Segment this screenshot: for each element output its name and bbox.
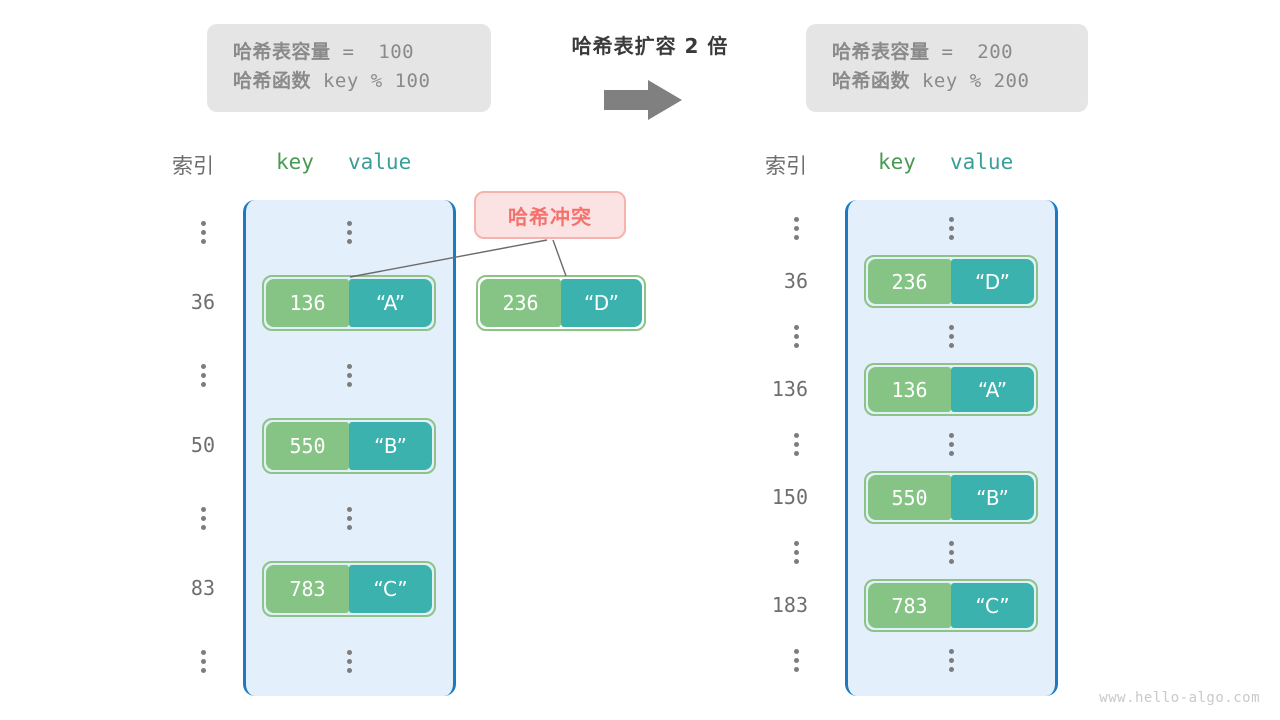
left-header-index: 索引 bbox=[172, 154, 214, 178]
left-function-line: 哈希函数 key % 100 bbox=[233, 67, 465, 96]
table-row: 783“C” bbox=[864, 579, 1038, 632]
collision-value-cell: “D” bbox=[561, 279, 642, 327]
key-cell: 783 bbox=[868, 583, 951, 628]
right-header-value: value bbox=[950, 150, 1014, 174]
key-cell: 236 bbox=[868, 259, 951, 304]
bucket-ellipsis bbox=[948, 216, 955, 240]
index-ellipsis bbox=[200, 506, 207, 530]
key-cell: 136 bbox=[868, 367, 951, 412]
right-function-value: key % 200 bbox=[910, 69, 1030, 92]
bucket-ellipsis bbox=[346, 363, 353, 387]
table-row: 236“D” bbox=[864, 255, 1038, 308]
left-function-label: 哈希函数 bbox=[233, 69, 312, 92]
key-cell: 783 bbox=[266, 565, 349, 613]
bucket-ellipsis bbox=[948, 432, 955, 456]
index-ellipsis bbox=[200, 220, 207, 244]
collision-key-cell: 236 bbox=[480, 279, 561, 327]
table-row: 550“B” bbox=[262, 418, 436, 474]
expansion-title: 哈希表扩容 2 倍 bbox=[571, 34, 729, 58]
right-function-label: 哈希函数 bbox=[832, 69, 911, 92]
bucket-ellipsis bbox=[346, 506, 353, 530]
value-cell: “C” bbox=[349, 565, 432, 613]
right-capacity-line: 哈希表容量 = 200 bbox=[832, 38, 1062, 67]
key-cell: 550 bbox=[868, 475, 951, 520]
bucket-ellipsis bbox=[346, 220, 353, 244]
left-hash-info-box: 哈希表容量 = 100 哈希函数 key % 100 bbox=[207, 24, 491, 112]
bucket-ellipsis bbox=[346, 649, 353, 673]
value-cell: “D” bbox=[951, 259, 1034, 304]
table-row: 550“B” bbox=[864, 471, 1038, 524]
value-cell: “B” bbox=[349, 422, 432, 470]
left-header-value: value bbox=[348, 150, 412, 174]
right-capacity-label: 哈希表容量 bbox=[832, 41, 930, 63]
right-hash-info-box: 哈希表容量 = 200 哈希函数 key % 200 bbox=[806, 24, 1088, 112]
left-capacity-value: = 100 bbox=[330, 41, 415, 63]
right-function-line: 哈希函数 key % 200 bbox=[832, 67, 1062, 96]
index-ellipsis bbox=[793, 324, 800, 348]
row-index-150: 150 bbox=[771, 484, 808, 509]
row-index-83: 83 bbox=[190, 576, 215, 600]
left-function-value: key % 100 bbox=[311, 69, 431, 92]
index-ellipsis bbox=[793, 432, 800, 456]
key-cell: 550 bbox=[266, 422, 349, 470]
value-cell: “A” bbox=[349, 279, 432, 327]
row-index-136: 136 bbox=[771, 376, 808, 401]
watermark: www.hello-algo.com bbox=[1099, 690, 1260, 706]
table-row: 783“C” bbox=[262, 561, 436, 617]
value-cell: “B” bbox=[951, 475, 1034, 520]
key-cell: 136 bbox=[266, 279, 349, 327]
row-index-50: 50 bbox=[190, 433, 215, 457]
row-index-36: 36 bbox=[190, 290, 215, 314]
right-header-index: 索引 bbox=[765, 154, 807, 178]
right-capacity-value: = 200 bbox=[929, 41, 1014, 63]
table-row: 136“A” bbox=[864, 363, 1038, 416]
table-row: 136“A” bbox=[262, 275, 436, 331]
right-arrow-icon bbox=[604, 80, 682, 120]
row-index-36: 36 bbox=[783, 268, 808, 293]
left-capacity-line: 哈希表容量 = 100 bbox=[233, 38, 465, 67]
index-ellipsis bbox=[200, 649, 207, 673]
value-cell: “A” bbox=[951, 367, 1034, 412]
bucket-ellipsis bbox=[948, 540, 955, 564]
index-ellipsis bbox=[200, 363, 207, 387]
right-header-key: key bbox=[878, 150, 916, 174]
row-index-183: 183 bbox=[771, 592, 808, 617]
index-ellipsis bbox=[793, 216, 800, 240]
bucket-ellipsis bbox=[948, 324, 955, 348]
left-header-key: key bbox=[276, 150, 314, 174]
value-cell: “C” bbox=[951, 583, 1034, 628]
index-ellipsis bbox=[793, 540, 800, 564]
bucket-ellipsis bbox=[948, 648, 955, 672]
hash-collision-badge: 哈希冲突 bbox=[474, 191, 626, 239]
index-ellipsis bbox=[793, 648, 800, 672]
left-capacity-label: 哈希表容量 bbox=[233, 41, 331, 63]
collision-overflow-pair: 236 “D” bbox=[476, 275, 646, 331]
